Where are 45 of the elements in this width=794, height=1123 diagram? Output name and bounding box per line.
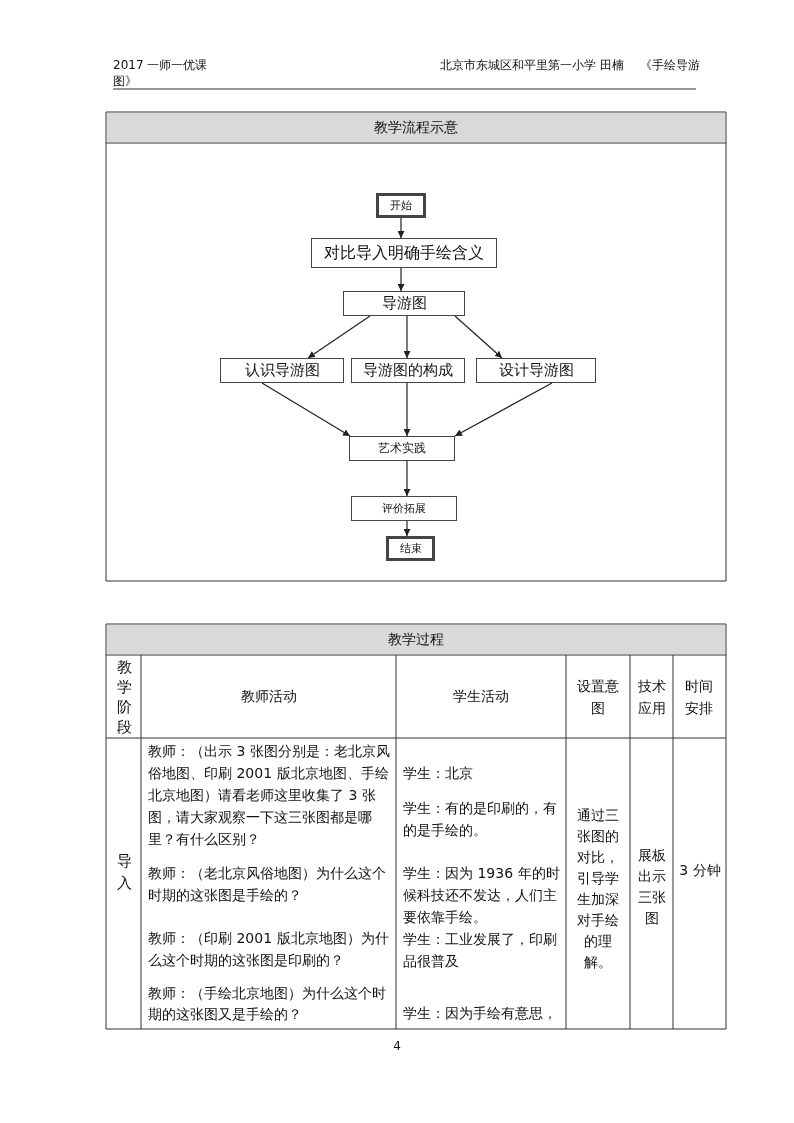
arrow [403,315,411,359]
header-text: 图》 [113,73,138,89]
arrow [403,460,411,497]
header-text: 《手绘导游 [640,57,701,73]
process-box: 设计导游图 [476,358,596,383]
cell-text: 学生：因为 1936 年的时候科技还不发达，人们主要依靠手绘。 [403,864,561,927]
cell-text: 教师：（手绘北京地图）为什么这个时期的这张图又是手绘的？ [148,984,387,1024]
header-text: 2017 一师一优课 [113,57,209,73]
start-box: 开始 [376,193,426,218]
cell-text: 学生：工业发展了，印刷品很普及 [403,930,558,971]
arrow [403,382,411,437]
process-box: 艺术实践 [349,436,455,461]
header-text: 北京市东城区和平里第一小学 田楠 [440,57,625,73]
process-box: 导游图 [343,291,465,316]
stage-text: 导入 [115,851,133,894]
arrow [454,315,503,359]
arrow [261,382,351,437]
arrow [403,520,411,537]
cell-text: 通过三张图的对比，引导学生加深对手绘的理解。 [576,806,620,972]
cell-text: 教师：（出示 3 张图分别是：老北京风俗地图、印刷 2001 版北京地图、手绘北京地图）请看老师这里收集了 3 张图，请大家观察一下这三张图都是哪里？有什么区别？ [148,742,391,849]
cell-text: 学生：北京 [403,764,474,783]
column-heading: 教学阶段 [115,657,133,737]
arrow [397,267,405,292]
cell-text: 学生：因为手绘有意思， [403,1004,558,1023]
arrow [307,315,371,359]
process-box: 导游图的构成 [351,358,465,383]
column-heading: 设置意图 [576,677,620,718]
column-heading: 学生活动 [452,687,510,706]
table-heading: 教学过程 [107,625,725,654]
process-box: 认识导游图 [220,358,344,383]
cell-text: 教师：（老北京风俗地图）为什么这个时期的这张图是手绘的？ [148,864,387,905]
arrow [397,217,405,239]
cell-text: 3 分钟 [678,861,722,880]
process-box: 评价拓展 [351,496,457,521]
cell-text: 教师：（印刷 2001 版北京地图）为什么这个时期的这张图是印刷的？ [148,929,390,970]
page-number: 4 [392,1038,402,1054]
cell-text: 展板出示三张图 [637,846,667,928]
arrow [454,382,553,437]
cell-text: 学生：有的是印刷的，有的是手绘的。 [403,799,558,840]
column-heading: 教师活动 [239,687,298,706]
column-heading: 时间安排 [684,677,714,718]
end-box: 结束 [386,536,435,561]
table-heading: 教学流程示意 [107,113,725,142]
column-heading: 技术应用 [637,677,667,718]
process-box: 对比导入明确手绘含义 [311,238,497,268]
